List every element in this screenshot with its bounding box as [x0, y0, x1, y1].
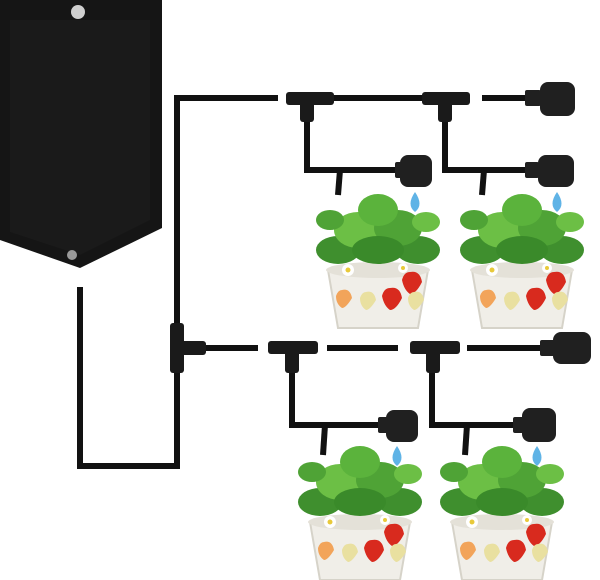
- water-drops: [392, 192, 562, 466]
- dripper-icon: [378, 410, 418, 442]
- branch-tubing-upper: [304, 118, 525, 196]
- water-drop-icon: [552, 192, 562, 212]
- water-drop-icon: [392, 446, 402, 466]
- dripper-icon: [395, 155, 432, 187]
- tee-fitting-icon: [410, 341, 460, 373]
- water-drop-icon: [410, 192, 420, 212]
- tee-fitting-icon: [422, 92, 470, 122]
- hanger-hole-icon: [71, 5, 85, 19]
- tee-fitting-icon: [286, 92, 334, 122]
- drippers: [378, 82, 591, 442]
- tee-fitting-icon: [170, 323, 206, 373]
- outlet-connector-icon: [67, 250, 77, 260]
- water-drop-icon: [532, 446, 542, 466]
- dripper-icon: [525, 82, 575, 116]
- main-tubing: [77, 95, 543, 469]
- dripper-icon: [525, 155, 574, 187]
- strawberry-plant-icon: [459, 193, 585, 329]
- dripper-icon: [540, 332, 591, 364]
- dripper-icon: [513, 408, 556, 442]
- tee-fittings: [170, 92, 470, 373]
- branch-tubing-lower: [289, 368, 515, 456]
- strawberry-plant-icon: [439, 445, 565, 580]
- strawberry-plant-icon: [297, 445, 423, 580]
- water-bag: [0, 0, 162, 268]
- strawberry-plant-icon: [315, 193, 441, 329]
- tee-fitting-icon: [268, 341, 318, 373]
